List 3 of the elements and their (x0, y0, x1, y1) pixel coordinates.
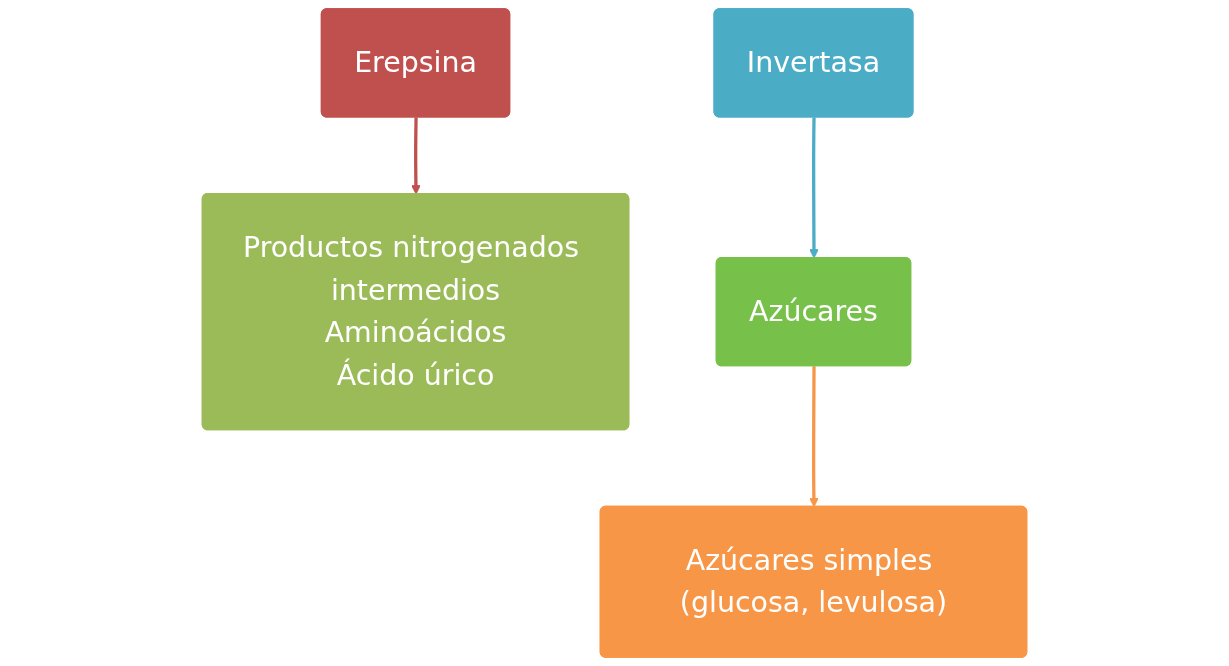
arrow (411, 117, 421, 195)
arrow (809, 117, 819, 259)
arrow (809, 366, 819, 508)
